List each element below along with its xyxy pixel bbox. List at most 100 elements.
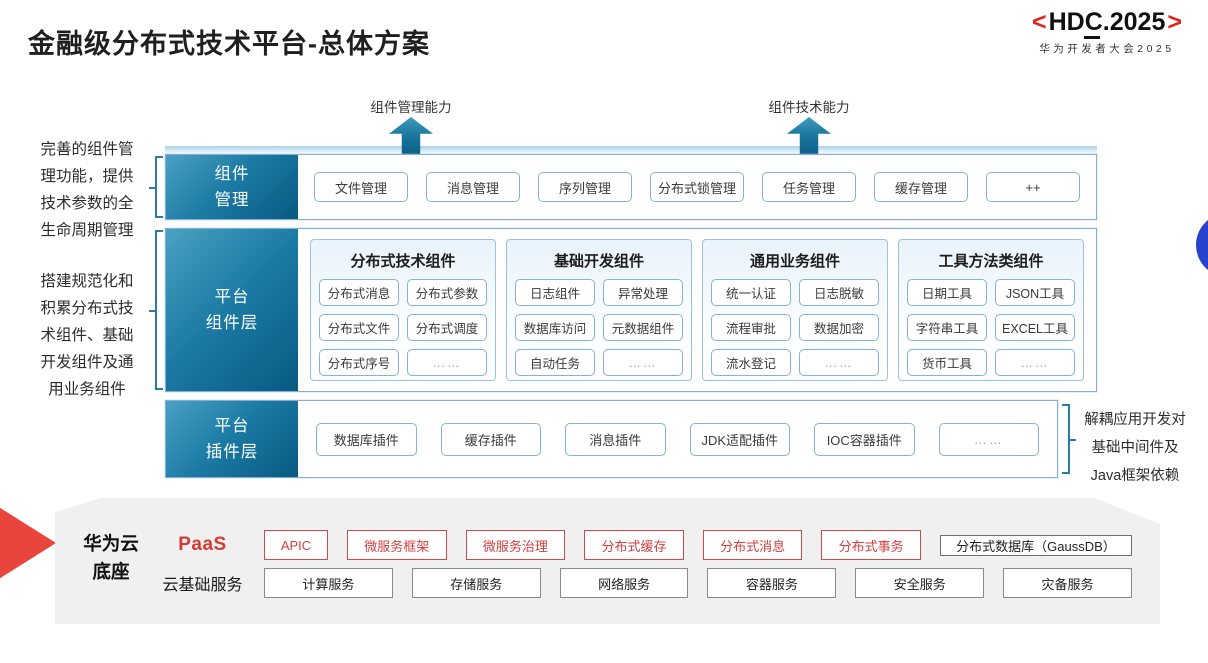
- arrow-technology-capability: 组件技术能力: [769, 100, 850, 157]
- logo-subtitle: 华为开发者大会2025: [1039, 43, 1175, 55]
- component-box: ……: [603, 349, 683, 376]
- cloud-basic-services-label: 云基础服务: [162, 577, 243, 594]
- column-title: 分布式技术组件: [350, 253, 456, 270]
- row-component-management-label: 组件 管理: [166, 155, 298, 219]
- foundation-label: 华为云 底座: [83, 533, 139, 582]
- column-title: 通用业务组件: [749, 253, 840, 270]
- row-component-management: 组件 管理 文件管理消息管理序列管理分布式锁管理任务管理缓存管理 ++: [165, 154, 1097, 220]
- paas-service-box: 分布式消息: [703, 530, 803, 560]
- paas-row: PaaS APIC 微服务框架微服务治理分布式缓存分布式消息分布式事务 分布式数据…: [160, 530, 1132, 560]
- logo-left-bracket: <: [1032, 8, 1047, 36]
- plugin-box: IOC容器插件: [814, 422, 915, 456]
- paas-service-box: APIC: [264, 530, 328, 560]
- component-box: 数据加密: [799, 314, 879, 341]
- component-box: 分布式消息: [319, 279, 399, 306]
- column-title: 基础开发组件: [553, 253, 644, 270]
- plugin-box: JDK适配插件: [689, 422, 790, 456]
- component-box: 流程审批: [711, 314, 791, 341]
- paas-service-box: 微服务框架: [347, 530, 447, 560]
- huawei-cloud-foundation-panel: 华为云 底座 PaaS APIC 微服务框架微服务治理分布式缓存分布式消息分布式事…: [55, 498, 1160, 624]
- component-management-items: 文件管理消息管理序列管理分布式锁管理任务管理缓存管理 ++: [298, 155, 1096, 219]
- component-box: ++: [986, 172, 1080, 202]
- up-arrow-icon: [389, 117, 433, 157]
- component-box: 流水登记: [711, 349, 791, 376]
- plugin-box: 消息插件: [565, 422, 666, 456]
- hdc-logo: <HDC.2025> 华为开发者大会2025: [1012, 8, 1202, 56]
- note-platform-components: 搭建规范化和 积累分布式技 术组件、基础 开发组件及通 用业务组件: [40, 273, 134, 398]
- up-arrow-icon: [787, 117, 831, 157]
- paas-service-box: 分布式缓存: [584, 530, 684, 560]
- column-items: 日志组件异常处理数据库访问元数据组件自动任务 ……: [515, 279, 683, 376]
- paas-items: APIC 微服务框架微服务治理分布式缓存分布式消息分布式事务: [264, 530, 921, 560]
- component-box: 分布式调度: [407, 314, 487, 341]
- component-box: ……: [799, 349, 879, 376]
- cloud-service-box: 灾备服务: [1003, 568, 1132, 598]
- column-distributed-tech: 分布式技术组件 分布式消息分布式参数分布式文件分布式调度分布式序号 ……: [310, 239, 496, 381]
- component-box: 日志组件: [515, 279, 595, 306]
- plugin-box: 缓存插件: [440, 422, 541, 456]
- row-platform-components: 平台 组件层 分布式技术组件 分布式消息分布式参数分布式文件分布式调度分布式序号…: [165, 228, 1097, 392]
- cloud-service-box: 安全服务: [855, 568, 984, 598]
- component-box: 分布式序号: [319, 349, 399, 376]
- cloud-service-box: 网络服务: [560, 568, 689, 598]
- column-title: 工具方法类组件: [938, 253, 1044, 270]
- page-title: 金融级分布式技术平台-总体方案: [28, 29, 430, 59]
- column-items: 日期工具 JSON工具字符串工具 EXCEL工具货币工具 ……: [907, 279, 1075, 376]
- column-items: 统一认证日志脱敏流程审批数据加密流水登记 ……: [711, 279, 879, 376]
- cloud-basic-services-items: 计算服务存储服务网络服务容器服务安全服务灾备服务: [264, 568, 1132, 598]
- component-box: 分布式参数: [407, 279, 487, 306]
- component-box: EXCEL工具: [995, 314, 1075, 341]
- component-box: 数据库访问: [515, 314, 595, 341]
- column-tool-methods: 工具方法类组件 日期工具 JSON工具字符串工具 EXCEL工具货币工具 ……: [898, 239, 1084, 381]
- column-basic-dev: 基础开发组件 日志组件异常处理数据库访问元数据组件自动任务 ……: [506, 239, 692, 381]
- red-arrow-icon: [0, 499, 56, 587]
- page-nav-dot[interactable]: [1196, 213, 1208, 277]
- row-platform-components-label: 平台 组件层: [166, 229, 298, 391]
- cloud-service-box: 容器服务: [707, 568, 836, 598]
- logo-text: HDC.2025: [1048, 8, 1166, 36]
- component-box: 元数据组件: [603, 314, 683, 341]
- left-bracket-row2: [149, 230, 163, 390]
- component-box: 分布式文件: [319, 314, 399, 341]
- component-box: 缓存管理: [874, 172, 968, 202]
- arrow-technology-label: 组件技术能力: [768, 100, 850, 115]
- plugin-box: 数据库插件: [316, 422, 417, 456]
- component-box: 消息管理: [426, 172, 520, 202]
- component-box: 分布式锁管理: [650, 172, 744, 202]
- cloud-basic-services-row: 云基础服务 计算服务存储服务网络服务容器服务安全服务灾备服务: [160, 568, 1132, 598]
- component-box: 日志脱敏: [799, 279, 879, 306]
- component-box: 异常处理: [603, 279, 683, 306]
- column-items: 分布式消息分布式参数分布式文件分布式调度分布式序号 ……: [319, 279, 487, 376]
- paas-label: PaaS: [178, 534, 227, 555]
- paas-service-box: 微服务治理: [466, 530, 566, 560]
- component-box: 任务管理: [762, 172, 856, 202]
- hdc-logo-wordmark: <HDC.2025>: [1012, 8, 1202, 37]
- column-common-business: 通用业务组件 统一认证日志脱敏流程审批数据加密流水登记 ……: [702, 239, 888, 381]
- cloud-service-box: 存储服务: [412, 568, 541, 598]
- component-box: 自动任务: [515, 349, 595, 376]
- component-box: ……: [995, 349, 1075, 376]
- arrow-management-label: 组件管理能力: [370, 100, 452, 115]
- component-box: 序列管理: [538, 172, 632, 202]
- component-box: 日期工具: [907, 279, 987, 306]
- component-box: 字符串工具: [907, 314, 987, 341]
- component-box: 货币工具: [907, 349, 987, 376]
- component-box: JSON工具: [995, 279, 1075, 306]
- paas-service-box: 分布式事务: [821, 530, 921, 560]
- note-component-management: 完善的组件管 理功能，提供 技术参数的全 生命周期管理: [40, 141, 134, 239]
- component-box: 统一认证: [711, 279, 791, 306]
- component-box: 文件管理: [314, 172, 408, 202]
- platform-plugins-items: 数据库插件缓存插件消息插件 JDK适配插件 IOC容器插件 ……: [298, 401, 1057, 477]
- cloud-service-box: 计算服务: [264, 568, 393, 598]
- left-bracket-row1: [149, 156, 163, 218]
- component-box: ……: [407, 349, 487, 376]
- note-decoupling: 解耦应用开发对 基础中间件及 Java框架依赖: [1084, 412, 1186, 484]
- plugin-box: ……: [938, 422, 1039, 456]
- platform-components-columns: 分布式技术组件 分布式消息分布式参数分布式文件分布式调度分布式序号 …… 基础开发…: [298, 229, 1096, 391]
- logo-right-bracket: >: [1167, 8, 1182, 36]
- gaussdb-box: 分布式数据库（GaussDB）: [940, 535, 1132, 556]
- row-platform-plugins-label: 平台 插件层: [166, 401, 298, 477]
- row-platform-plugins: 平台 插件层 数据库插件缓存插件消息插件 JDK适配插件 IOC容器插件 ……: [165, 400, 1058, 478]
- top-gradient-band: [165, 146, 1097, 155]
